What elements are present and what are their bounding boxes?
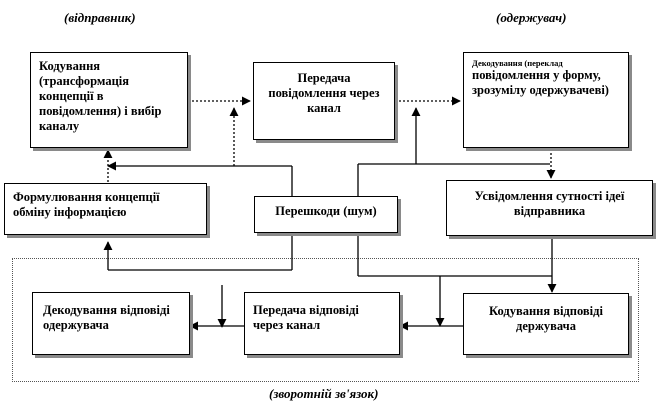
- transmission-box: Передача повідомлення через канал: [253, 62, 395, 140]
- decoding-small-text: Декодування (переклад: [472, 58, 563, 68]
- reply-encoding-text: Кодування відповіді держувача: [489, 304, 603, 333]
- awareness-text: Усвідомлення сутності ідеї відправника: [474, 189, 625, 218]
- formulation-box: Формулювання концепції обміну інформаціє…: [4, 183, 207, 235]
- decoding-box: Декодування (переклад повідомлення у фор…: [463, 52, 629, 148]
- awareness-box: Усвідомлення сутності ідеї відправника: [446, 180, 653, 236]
- decoding-main-text: повідомлення у форму, зрозумілу одержува…: [472, 68, 609, 97]
- sender-label: (відправник): [64, 10, 136, 25]
- noise-box: Перешкоди (шум): [254, 196, 398, 233]
- feedback-label: (зворотній зв'язок): [269, 386, 379, 401]
- reply-decoding-box: Декодування відповіді одержувача: [32, 292, 190, 355]
- reply-transmission-text: Передача відповіді через канал: [253, 303, 359, 332]
- noise-text: Перешкоди (шум): [275, 204, 377, 218]
- encoding-text: Кодування (трансформація концепції в пов…: [39, 59, 162, 133]
- transmission-text: Передача повідомлення через канал: [268, 71, 380, 115]
- feedback-loop-frame: [12, 258, 639, 382]
- reply-transmission-box: Передача відповіді через канал: [244, 292, 400, 355]
- reply-decoding-text: Декодування відповіді одержувача: [43, 303, 170, 332]
- reply-encoding-box: Кодування відповіді держувача: [463, 293, 629, 355]
- encoding-box: Кодування (трансформація концепції в пов…: [30, 52, 188, 148]
- receiver-label: (одержувач): [496, 10, 567, 25]
- formulation-text: Формулювання концепції обміну інформаціє…: [13, 190, 160, 219]
